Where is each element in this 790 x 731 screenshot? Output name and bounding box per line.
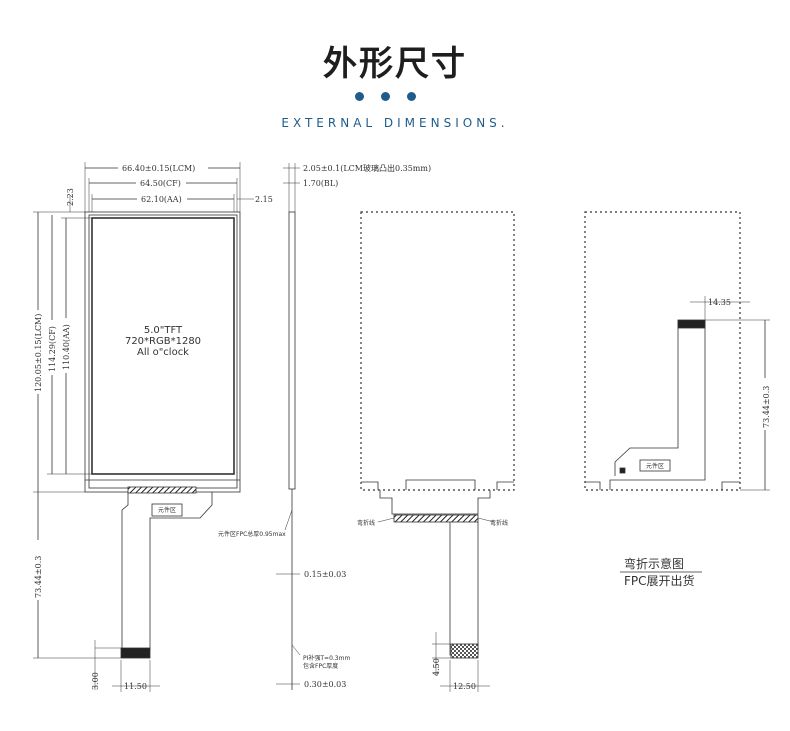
front-dimension-labels: 66.40±0.15(LCM) 64.50(CF) 62.10(AA) 2.15… [33, 163, 273, 691]
top-offset-label: 2.23 [66, 188, 75, 206]
fpc-length-label: 73.44±0.3 [34, 556, 43, 598]
tail-height-label: 3.00 [91, 672, 100, 690]
bent-dimension-labels: 14.35 73.44±0.3 元件区 [646, 298, 771, 470]
pi-note-line1: PI补强T=0.3mm [303, 654, 350, 662]
fpc-tail [120, 647, 151, 659]
back-tail-width-label: 12.50 [453, 682, 476, 691]
aa-width-label: 62.10(AA) [141, 195, 182, 204]
cf-height-label: 114.29(CF) [48, 326, 57, 372]
fpc-thickness-label: 0.15±0.03 [304, 570, 346, 579]
side-view [276, 163, 301, 690]
dot-icon [381, 92, 390, 101]
bend-line-right-label: 弯折线 [490, 519, 508, 527]
page-title: 外形尺寸 [323, 44, 467, 84]
dot-icon [355, 92, 364, 101]
component-area-label: 元件区 [158, 506, 176, 514]
active-area [91, 217, 235, 475]
component-box-bent [639, 459, 671, 472]
glass-thickness-label: 2.05±0.1(LCM玻璃凸出0.35mm) [303, 163, 431, 173]
back-tail-height-label: 4.50 [432, 658, 441, 676]
side-dimension-labels: 2.05±0.1(LCM玻璃凸出0.35mm) 1.70(BL) 元件区FPC总… [218, 163, 431, 689]
bend-line-left-label: 弯折线 [357, 519, 375, 527]
caption-line1: 弯折示意图 [624, 556, 684, 571]
bend-hatch-back [393, 514, 479, 523]
pi-thickness-label: 0.30±0.03 [304, 680, 346, 689]
side-body [288, 211, 296, 490]
back-dimension-labels: 弯折线 弯折线 4.50 12.50 [357, 519, 508, 691]
component-box [151, 503, 183, 517]
cf-width-label: 64.50(CF) [140, 179, 181, 188]
bent-length-label: 73.44±0.3 [762, 386, 771, 428]
aa-height-label: 110.40(AA) [62, 324, 71, 370]
title-dots [355, 92, 435, 104]
tail-width-label: 11.50 [124, 682, 147, 691]
side-offset-label: 2.15 [255, 195, 273, 204]
caption: 弯折示意图 FPC展开出货 [620, 556, 702, 588]
back-view [360, 211, 515, 692]
bl-thickness-label: 1.70(BL) [303, 179, 338, 188]
bent-view [584, 211, 770, 491]
page-subtitle: EXTERNAL DIMENSIONS. [281, 116, 509, 130]
panel-spec-line2: 720*RGB*1280 [125, 336, 201, 347]
panel-spec-line1: 5.0"TFT [144, 325, 183, 336]
pi-note-line2: 包含FPC厚度 [303, 662, 338, 670]
caption-line2: FPC展开出货 [624, 573, 695, 588]
bend-hatch [127, 486, 197, 494]
fpc-thickness-note: 元件区FPC总厚0.95max [218, 530, 286, 538]
bent-component-label: 元件区 [646, 462, 664, 470]
fpc-tail-back [450, 643, 479, 659]
front-view [33, 162, 254, 692]
dot-icon [407, 92, 416, 101]
lcm-height-label: 120.05±0.15(LCM) [34, 314, 43, 392]
bent-outline [584, 211, 741, 491]
bent-offset-label: 14.35 [708, 298, 731, 307]
lcm-width-label: 66.40±0.15(LCM) [122, 164, 195, 173]
panel-spec-line3: All o"clock [137, 347, 189, 358]
fpc-tail-bent [677, 319, 706, 329]
back-outline [360, 211, 515, 491]
